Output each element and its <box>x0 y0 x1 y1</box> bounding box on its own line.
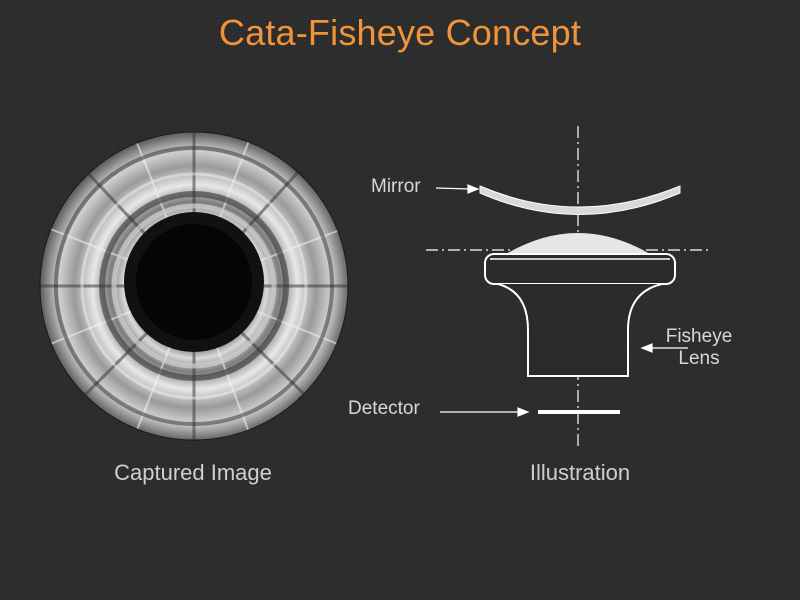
fisheye-arrowhead-icon <box>640 343 653 353</box>
mirror-arrow <box>435 187 471 190</box>
fisheye-label-line1: Fisheye <box>665 326 733 347</box>
mirror-arrowhead-icon <box>467 184 480 194</box>
lens-barrel <box>497 283 663 377</box>
detector-label: Detector <box>348 398 420 419</box>
detector-bar <box>538 410 620 414</box>
mirror-label: Mirror <box>371 176 421 197</box>
fisheye-label-line2: Lens <box>678 348 720 369</box>
detector-arrowhead-icon <box>517 407 530 417</box>
fisheye-photo <box>40 132 348 440</box>
lens-dome <box>506 233 650 254</box>
fisheye-lens-label: Fisheye Lens <box>650 326 748 370</box>
slide-title: Cata-Fisheye Concept <box>218 12 582 53</box>
captured-image-caption: Captured Image <box>114 460 272 485</box>
mirror-shape <box>479 185 681 215</box>
illustration-caption: Illustration <box>529 460 631 485</box>
